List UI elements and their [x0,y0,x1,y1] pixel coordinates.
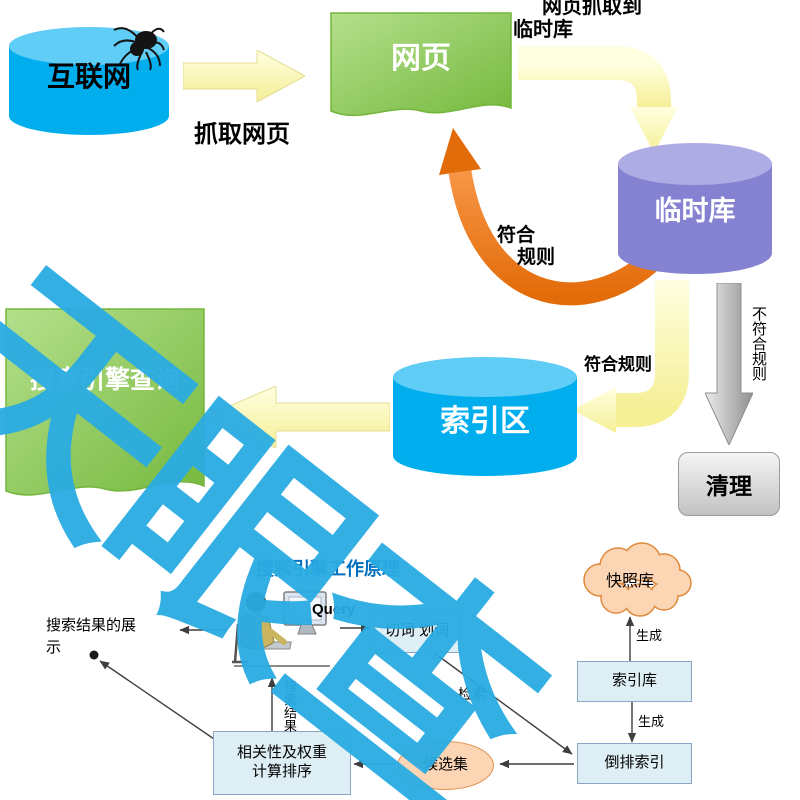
index-cylinder [393,357,577,476]
query-page-card [5,308,205,496]
result-display-label: 搜索结果的展示 [46,617,137,656]
snapshot-cloud [583,542,692,617]
user-at-computer-clipart [232,591,330,667]
clean-box-label: 清理 [706,473,752,499]
rule-fail-label: 不符合规则 [750,306,767,381]
generate-snapshot-label: 生成 [636,628,663,643]
tempdb-cylinder [618,143,772,274]
query-left-arrow [204,386,390,448]
inverted-index-label: 倒排索引 [604,754,665,772]
retrieve-label: 检索 [458,686,486,702]
store-arrow-label-line2: 临时库 [513,19,573,41]
candidate-set-ellipse: 候选集 [397,741,494,790]
bottom-flow-connectors [89,616,637,769]
search-result-up-label: 搜索结果 [282,680,297,732]
recrawl-orange-arrow [439,128,658,306]
candidate-set-label: 候选集 [422,756,468,774]
inverted-index-box: 倒排索引 [577,743,692,784]
display-bullet-dot [89,650,99,660]
segment-words-label: 切词 划词 [384,621,450,639]
generate-inverted-label: 生成 [638,714,665,729]
index-db-box: 索引库 [577,661,692,702]
index-db-label: 索引库 [611,672,657,690]
rule-ok-elbow-arrow [572,280,689,433]
store-elbow-arrow [518,46,678,153]
segment-words-box: 切词 划词 [374,609,460,653]
rank-sort-box: 相关性及权重 计算排序 [213,731,351,795]
clean-box: 清理 [678,452,780,516]
crawl-right-arrow [183,50,305,102]
recrawl-arrow-label-line2: 规则 [517,247,556,268]
internet-cylinder [9,27,169,135]
rule-ok-label: 符合规则 [584,355,652,374]
recrawl-arrow-label-line1: 符合 [497,225,536,246]
rank-sort-label-line1: 相关性及权重 [236,744,327,762]
bottom-section-title: 搜索引擎工作原理 [256,559,400,579]
crawl-arrow-label: 抓取网页 [194,121,290,148]
webpage-card [330,12,512,117]
rank-sort-label-line2: 计算排序 [251,763,312,780]
spider-icon [113,27,165,71]
query-text-label: Query [312,601,356,618]
rule-fail-down-arrow [705,283,753,445]
store-arrow-label-line1: 网页抓取到 [542,0,642,18]
